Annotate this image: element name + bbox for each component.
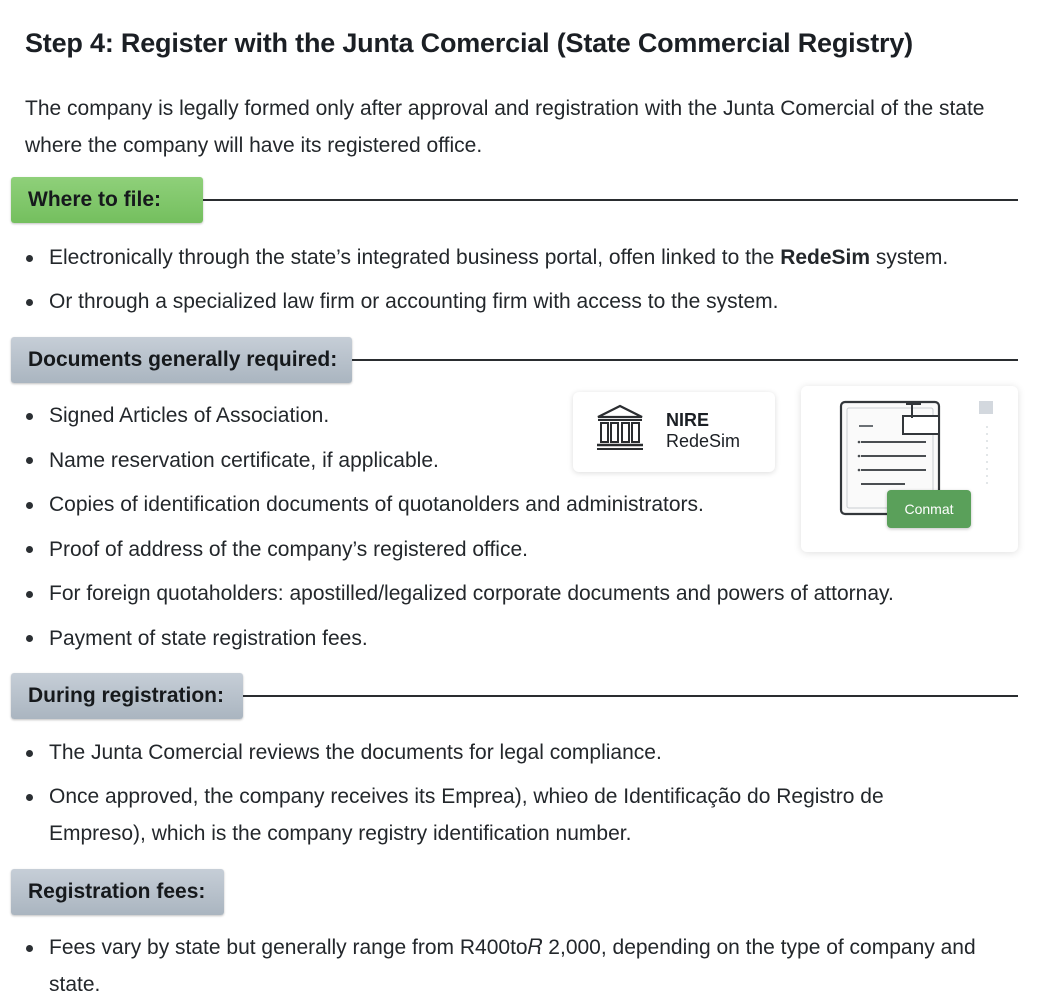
where-to-file-badge: Where to file:: [11, 177, 203, 223]
list-item: Electronically through the state’s integ…: [25, 240, 948, 284]
list-item: Payment of state registration fees.: [25, 621, 894, 666]
corner-square-icon: [979, 401, 993, 414]
section-divider: [243, 695, 1018, 697]
during-registration-list: The Junta Comercial reviews the document…: [25, 735, 945, 852]
documents-required-badge: Documents generally required:: [11, 337, 352, 383]
list-item: Proof of address of the company’s regist…: [25, 532, 894, 577]
bank-building-icon: [597, 404, 643, 450]
list-item: Signed Articles of Association.: [25, 398, 894, 443]
document-preview-card: Conmat: [801, 386, 1018, 552]
list-item: Name reservation certificate, if applica…: [25, 443, 894, 488]
registration-fees-badge: Registration fees:: [11, 869, 224, 915]
list-item: Or through a specialized law firm or acc…: [25, 284, 948, 328]
nire-label: NIRE: [666, 410, 710, 430]
list-item: Fees vary by state but generally range f…: [25, 930, 1020, 992]
documents-required-list: Signed Articles of Association. Name res…: [25, 398, 894, 666]
confirm-button[interactable]: Conmat: [887, 490, 971, 528]
during-registration-badge: During registration:: [11, 673, 243, 719]
page-title: Step 4: Register with the Junta Comercia…: [25, 28, 913, 58]
list-item: The Junta Comercial reviews the document…: [25, 735, 945, 779]
redesim-label: RedeSim: [666, 431, 741, 451]
list-item: Copies of identification documents of qu…: [25, 487, 894, 532]
intro-paragraph: The company is legally formed only after…: [25, 97, 985, 157]
registration-fees-list: Fees vary by state but generally range f…: [25, 930, 1020, 992]
registration-fees-header: Registration fees:: [11, 869, 224, 915]
during-registration-header: During registration:: [11, 673, 1018, 719]
nire-redesim-card: NIRE RedeSim: [573, 392, 775, 472]
document-clipboard-icon: [839, 400, 988, 516]
section-divider: [203, 199, 1018, 201]
documents-required-header: Documents generally required:: [11, 337, 1018, 383]
where-to-file-header: Where to file:: [11, 177, 1018, 223]
redesim-term: RedeSim: [780, 246, 871, 269]
list-item: For foreign quotaholders: apostilled/leg…: [25, 576, 894, 621]
section-divider: [352, 359, 1018, 361]
where-to-file-list: Electronically through the state’s integ…: [25, 240, 948, 328]
list-item: Once approved, the company receives its …: [25, 779, 945, 852]
